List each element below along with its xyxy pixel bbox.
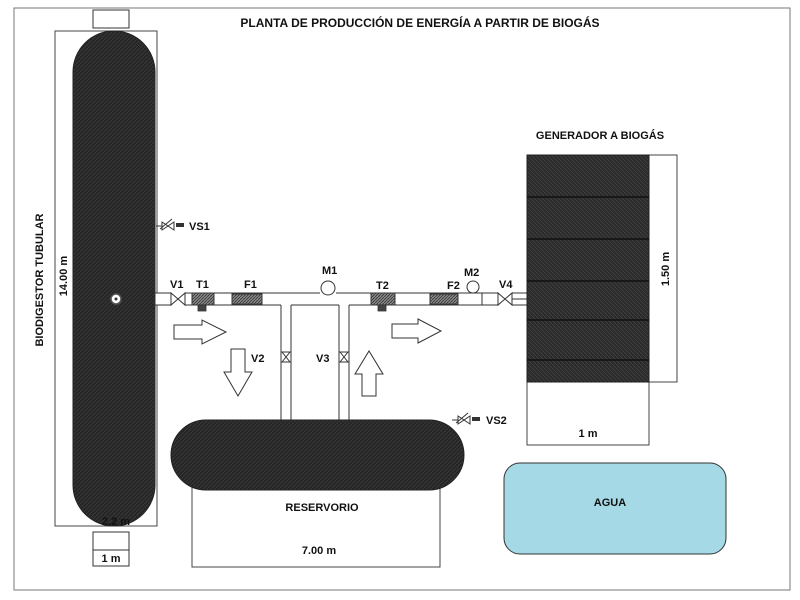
- flow-up-arrow-icon: [354, 350, 384, 397]
- flow-right-arrow-icon: [391, 318, 443, 344]
- safety-valve-icon: [161, 221, 169, 231]
- v4-valve-icon: [497, 291, 506, 307]
- m2-label: M2: [464, 267, 479, 279]
- m1-label: M1: [322, 265, 337, 277]
- biodigester-width-label: 2.2 m: [102, 516, 130, 528]
- biodigester-length-label: 14.00 m: [58, 256, 70, 297]
- diagram-title: PLANTA DE PRODUCCIÓN DE ENERGÍA A PARTIR…: [240, 15, 599, 30]
- v3-label: V3: [316, 353, 329, 365]
- biodigester-dimension-frame: [54, 30, 158, 527]
- t2-trap-icon: [370, 292, 396, 306]
- f1-label: F1: [244, 279, 257, 291]
- safety-valve-icon: [457, 415, 465, 425]
- v2-valve-icon: [280, 351, 292, 358]
- f2-filter-icon: [429, 293, 459, 305]
- vs2-label: VS2: [486, 415, 507, 427]
- reservoir-body: [170, 419, 465, 491]
- generator-height-label: 1.50 m: [660, 252, 672, 286]
- flow-right-arrow-icon: [173, 319, 228, 345]
- v1-label: V1: [170, 279, 183, 291]
- t1-trap-icon: [191, 292, 215, 306]
- biodigester-name-label: BIODIGESTOR TUBULAR: [34, 213, 46, 346]
- generator-name-label: GENERADOR A BIOGÁS: [536, 129, 664, 142]
- flow-down-arrow-icon: [223, 348, 253, 397]
- water-tank-body: [503, 462, 727, 555]
- biodigester-base-dim-box: [92, 549, 130, 567]
- outer-frame: [13, 7, 791, 591]
- reservoir-length-label: 7.00 m: [302, 545, 336, 557]
- generator-body: [526, 154, 650, 383]
- reservoir-pipes: [280, 305, 350, 420]
- v2-label: V2: [251, 353, 264, 365]
- biodigester-port-center: [114, 297, 118, 301]
- v3-valve-icon: [338, 351, 350, 358]
- t2-label: T2: [376, 280, 389, 292]
- f1-filter-icon: [231, 293, 263, 305]
- reservoir: RESERVORIO 7.00 m: [170, 419, 465, 568]
- vs1-label: VS1: [189, 221, 210, 233]
- v1-valve-icon: [170, 291, 179, 307]
- biodigester-base-label: 1 m: [102, 553, 121, 565]
- water-label: AGUA: [594, 497, 626, 509]
- m1-gauge-icon: [320, 280, 336, 296]
- biodigester: 1 m 2.2 m 14.00 m BIODIGESTOR TUBULAR: [34, 9, 158, 567]
- f2-label: F2: [447, 280, 460, 292]
- biodigester-top-cap: [92, 9, 130, 29]
- water-tank: AGUA: [503, 462, 727, 555]
- generator: GENERADOR A BIOGÁS 1.50 m 1 m: [526, 129, 678, 446]
- reservoir-name-label: RESERVORIO: [285, 502, 359, 514]
- m2-gauge-icon: [466, 280, 480, 294]
- generator-width-label: 1 m: [579, 428, 598, 440]
- safety-valve-vs2: VS2: [452, 412, 507, 427]
- v4-label: V4: [499, 279, 513, 291]
- t1-label: T1: [196, 279, 209, 291]
- biodigester-base: [92, 531, 130, 551]
- main-pipe: [154, 280, 527, 312]
- biodigester-body: [72, 30, 156, 527]
- safety-valve-vs1: VS1: [156, 218, 210, 233]
